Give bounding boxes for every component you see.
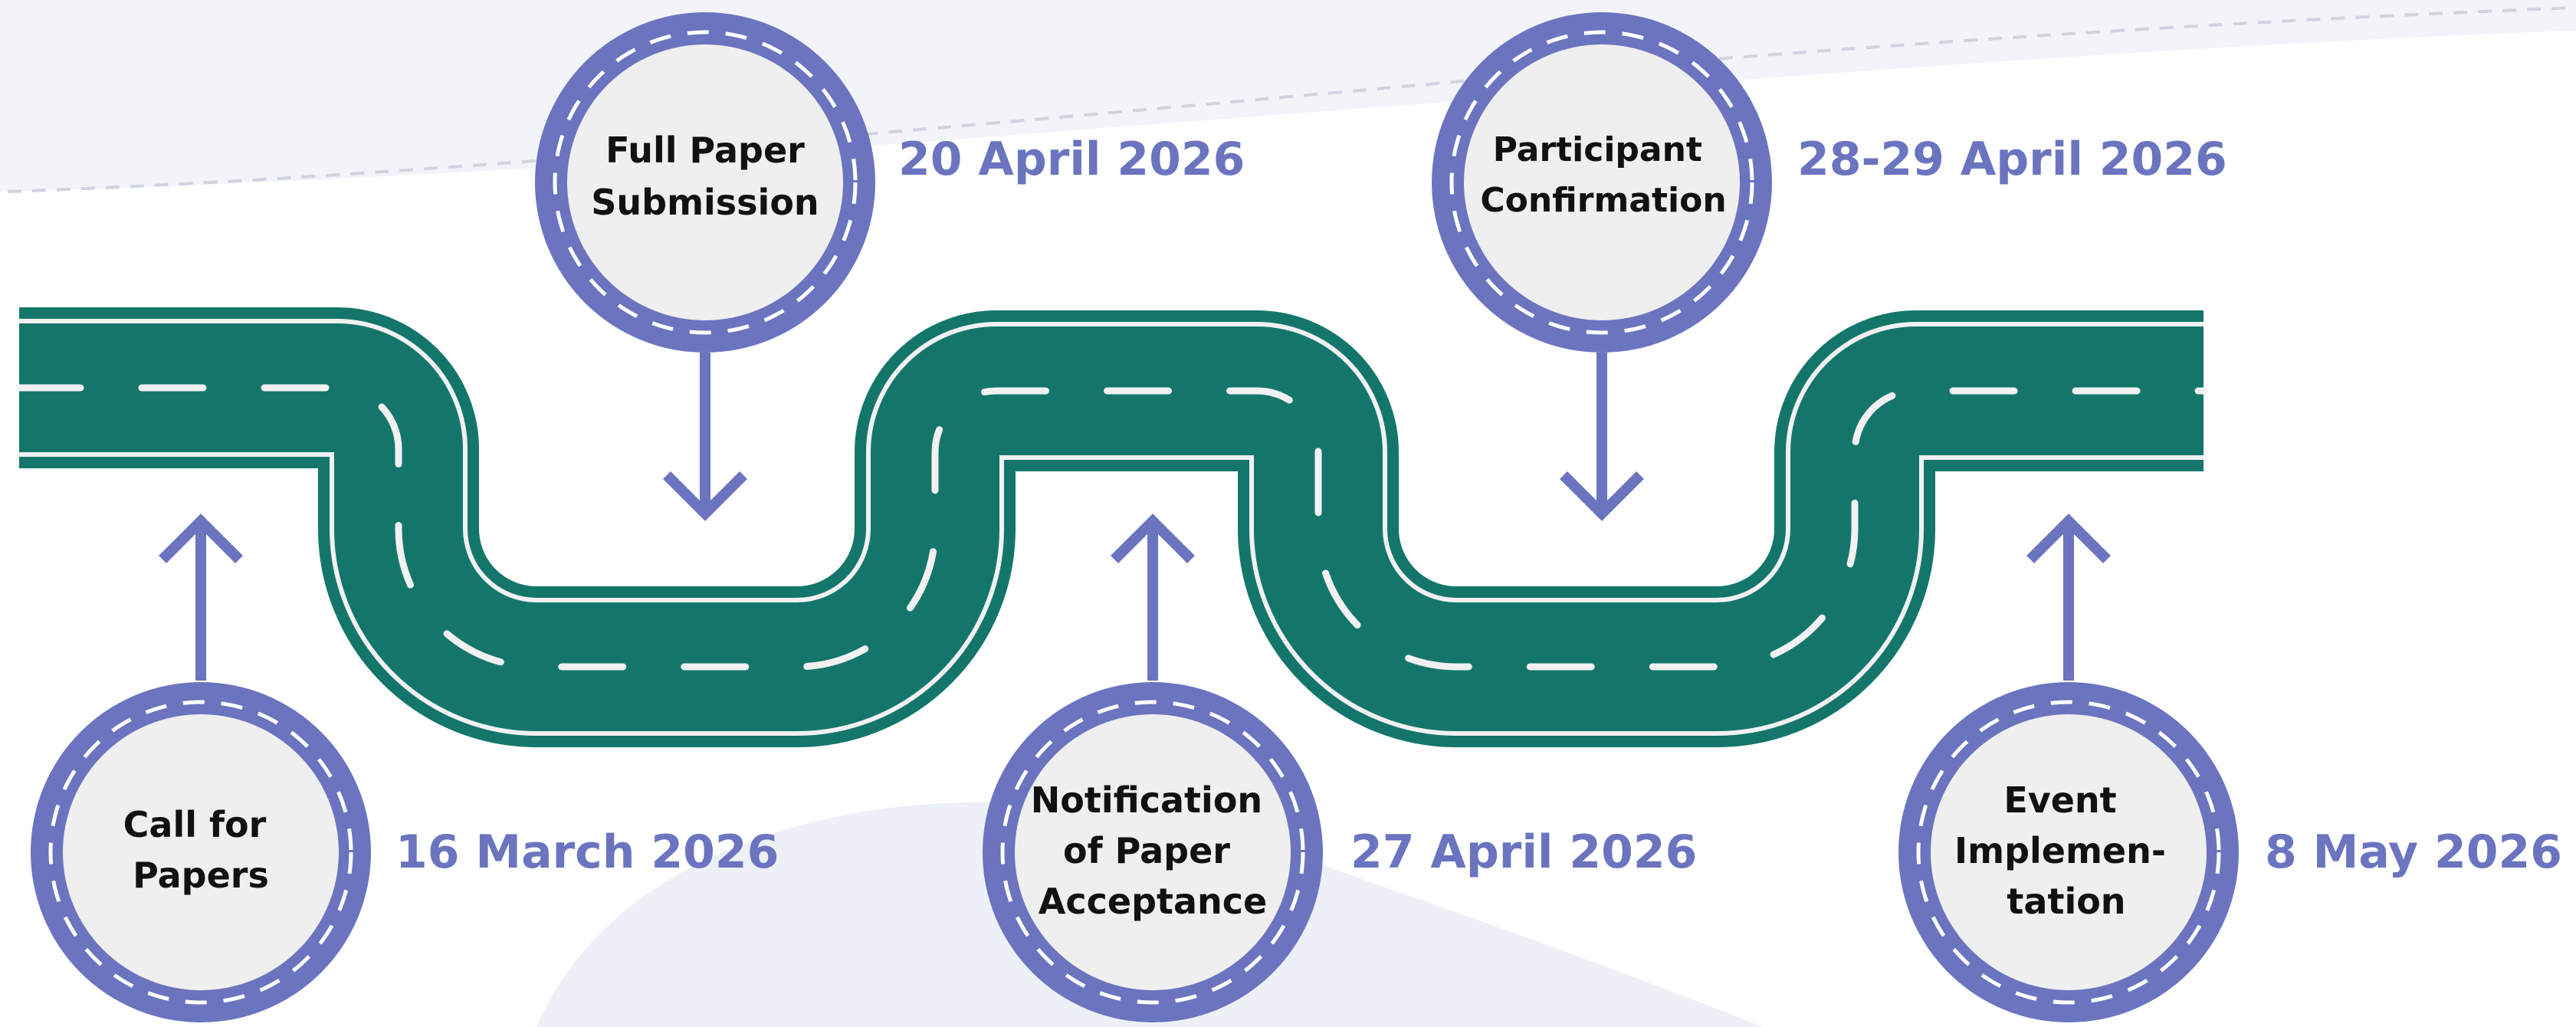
milestone-face: [1015, 714, 1291, 990]
arrow-up-notification: [1111, 514, 1195, 681]
milestone-label-line: Submission: [591, 182, 819, 223]
svg-text:Call for Papers: Call for Papers: [123, 804, 279, 896]
milestone-date: 27 April 2026: [1350, 825, 1697, 879]
milestone-face: [567, 44, 843, 320]
milestone-call-for-papers: Call for Papers 16 March 2026: [31, 682, 779, 1022]
milestone-face: [1931, 714, 2207, 990]
arrow-down-full-paper: [663, 353, 747, 521]
milestone-dashed-ring: [553, 30, 858, 335]
milestone-face: [1464, 44, 1740, 320]
arrow-up-event: [2026, 514, 2111, 681]
milestone-label-line: Notification: [1031, 779, 1262, 821]
milestone-date: 20 April 2026: [898, 133, 1245, 186]
milestone-label-line: Event: [2003, 779, 2116, 821]
svg-text:Event Implemen- ta: Event Implemen- tation: [1954, 779, 2178, 922]
milestone-full-paper-submission: Full Paper Submission 20 April 2026: [535, 12, 1245, 353]
svg-text:Notification of Paper: Notification of Paper Acceptance: [1031, 779, 1275, 922]
milestone-date: 28-29 April 2026: [1797, 133, 2227, 186]
svg-text:Participant Confirmation: Participant Confirmation: [1480, 130, 1726, 220]
svg-text:Full Paper Submission: Full Paper Submission: [591, 130, 819, 223]
milestone-label-line: Implemen-: [1954, 830, 2166, 871]
background-dashed-curve: [7, 6, 2576, 193]
milestone-label-line: Full Paper: [605, 130, 805, 171]
milestone-participant-confirmation: Participant Confirmation 28-29 April 202…: [1432, 12, 2227, 353]
arrows: [159, 353, 2111, 681]
milestone-label-line: Participant: [1493, 130, 1702, 169]
milestone-label-line: Call for: [123, 804, 267, 845]
arrow-down-participant: [1560, 353, 1644, 521]
milestone-dashed-ring: [1000, 700, 1305, 1005]
milestone-date: 8 May 2026: [2265, 825, 2562, 879]
milestone-label-line: Acceptance: [1039, 881, 1268, 922]
milestone-dashed-ring: [1449, 30, 1754, 335]
road-center-dashes: [15, 384, 2207, 671]
milestone-notification: Notification of Paper Acceptance 27 Apri…: [983, 682, 1697, 1022]
road: [15, 307, 2207, 747]
arrow-up-call-for-papers: [159, 514, 243, 681]
milestone-event-implementation: Event Implemen- tation 8 May 2026: [1898, 682, 2562, 1022]
milestone-face: [63, 714, 339, 990]
milestone-label-line: Confirmation: [1480, 181, 1726, 220]
milestone-label-line: of Paper: [1063, 830, 1230, 871]
milestone-dashed-ring: [1916, 700, 2221, 1005]
milestone-label-line: Papers: [133, 855, 269, 896]
milestone-date: 16 March 2026: [395, 825, 779, 879]
milestone-label-line: tation: [2007, 881, 2125, 922]
milestone-dashed-ring: [48, 700, 353, 1005]
